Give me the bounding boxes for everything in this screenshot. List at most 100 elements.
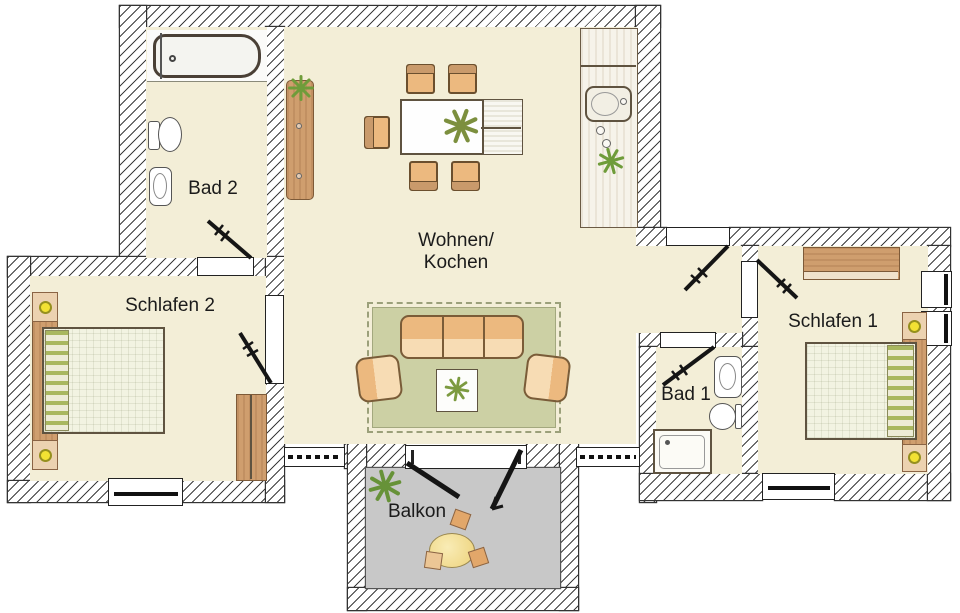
door-schlafen1 xyxy=(741,261,758,318)
bathtub-drain-icon xyxy=(169,55,176,62)
wardrobe-front-edge xyxy=(804,271,898,279)
window-sash-line xyxy=(580,455,636,459)
wall-segment xyxy=(634,228,666,246)
wall-segment xyxy=(8,257,30,502)
room-label-schlafen1: Schlafen 1 xyxy=(788,311,878,332)
door-bad1 xyxy=(660,332,716,348)
window xyxy=(108,478,183,506)
wall-segment xyxy=(560,444,578,610)
sofa-cushion-divider xyxy=(483,317,485,357)
toilet-bowl xyxy=(709,403,736,430)
wall-segment xyxy=(8,257,197,276)
door-jamb xyxy=(411,450,414,464)
table-divider-line xyxy=(481,127,521,129)
dining-chair xyxy=(364,116,390,149)
window xyxy=(762,473,835,500)
room-label-line: Kochen xyxy=(423,252,489,273)
shower-drain-icon xyxy=(665,440,670,445)
toilet-tank xyxy=(735,404,742,429)
washbasin xyxy=(714,356,742,398)
sofa-cushion-divider xyxy=(442,317,444,357)
sofa xyxy=(400,315,524,359)
door-entrance xyxy=(666,227,730,246)
kitchen-counter xyxy=(580,28,638,228)
lamp-icon xyxy=(908,320,921,333)
wall-segment xyxy=(348,588,578,610)
kitchen-sink xyxy=(585,86,632,122)
room-label-line: Wohnen/ xyxy=(418,230,494,251)
sliding-door-balkon xyxy=(405,445,527,469)
window xyxy=(576,447,640,467)
window-sash-line xyxy=(114,492,178,496)
window-sash-line xyxy=(944,314,948,343)
wall-segment xyxy=(742,347,758,474)
sink-basin xyxy=(591,92,619,116)
armchair xyxy=(354,353,404,404)
washbasin-bowl xyxy=(719,363,736,390)
room-label-bad2: Bad 2 xyxy=(188,178,238,199)
balcony-stool xyxy=(423,550,444,571)
armchair xyxy=(522,352,572,404)
wall-segment xyxy=(928,345,950,500)
cabinet-knob xyxy=(596,126,605,135)
door-bad2 xyxy=(197,257,254,276)
wall-segment xyxy=(928,246,950,272)
window-sash-line xyxy=(288,455,341,459)
door-schlafen2 xyxy=(265,295,284,384)
window xyxy=(284,447,345,467)
dining-chair xyxy=(448,64,477,94)
wall-segment xyxy=(266,257,284,296)
bed-pillows xyxy=(887,345,914,437)
sideboard-knob xyxy=(296,173,302,179)
window xyxy=(921,271,952,308)
shower xyxy=(653,429,712,474)
cabinet-knob xyxy=(602,139,611,148)
bed xyxy=(805,342,917,440)
counter-divider xyxy=(581,65,636,67)
wall-segment xyxy=(636,6,660,246)
wardrobe xyxy=(803,247,900,280)
wall-segment xyxy=(742,246,758,262)
lamp-icon xyxy=(908,451,921,464)
dining-chair xyxy=(451,161,480,191)
wall-segment xyxy=(8,481,108,502)
room-label-balkon: Balkon xyxy=(387,501,447,522)
wall-segment xyxy=(120,6,660,27)
wall-segment xyxy=(254,257,266,276)
washbasin-bowl xyxy=(153,173,167,199)
wall-segment xyxy=(730,228,950,246)
dining-table xyxy=(400,99,523,155)
wardrobe-divider xyxy=(250,395,252,479)
sideboard xyxy=(286,80,314,200)
wall-segment xyxy=(640,474,762,500)
window-sash-line xyxy=(944,274,948,305)
wall-segment xyxy=(266,384,284,502)
wall-segment xyxy=(183,481,284,502)
shower-tray xyxy=(659,435,705,469)
lamp-icon xyxy=(39,449,52,462)
toilet-bowl xyxy=(158,117,182,152)
bathtub-edge-line xyxy=(160,33,162,79)
faucet-icon xyxy=(620,98,627,105)
coffee-table xyxy=(436,369,478,412)
wardrobe xyxy=(236,394,267,481)
dining-chair xyxy=(409,161,438,191)
bed xyxy=(42,327,165,434)
room-label-schlafen2: Schlafen 2 xyxy=(125,295,215,316)
wall-segment xyxy=(640,347,656,502)
floor-entry-area xyxy=(636,246,742,333)
sideboard-knob xyxy=(296,123,302,129)
wall-segment xyxy=(640,333,660,347)
wall-segment xyxy=(928,306,950,312)
wall-segment xyxy=(348,444,366,610)
dining-chair xyxy=(406,64,435,94)
washbasin xyxy=(149,167,172,206)
wall-segment xyxy=(716,333,742,347)
wall-segment xyxy=(266,27,284,257)
room-label-bad1: Bad 1 xyxy=(661,384,711,405)
bed-pillows xyxy=(45,330,69,431)
door-jamb xyxy=(518,450,521,464)
wall-segment xyxy=(742,317,758,347)
lamp-icon xyxy=(39,301,52,314)
